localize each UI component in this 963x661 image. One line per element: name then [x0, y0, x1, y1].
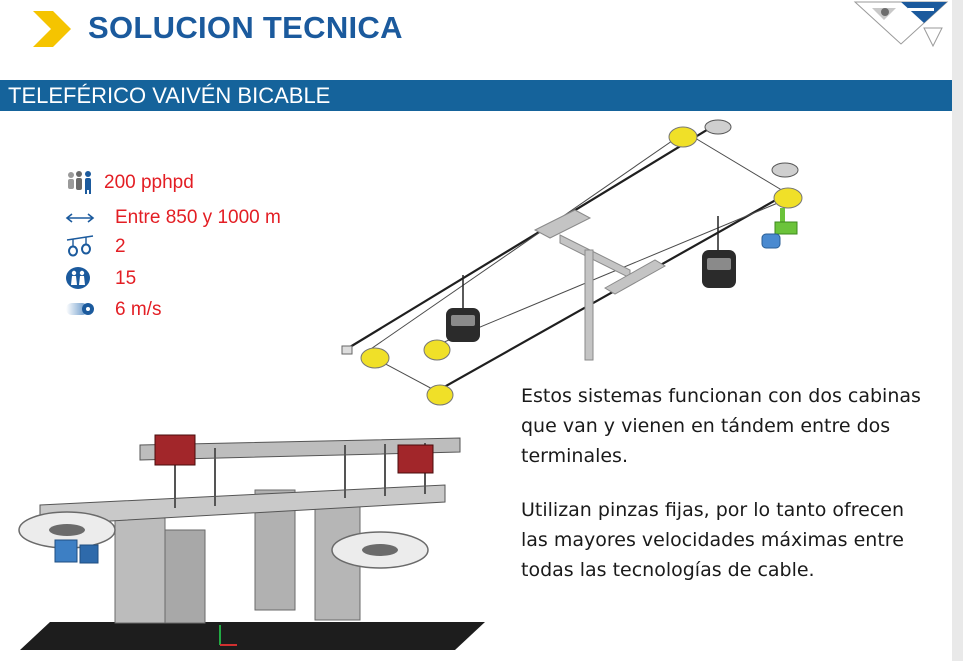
- slide-title: SOLUCION TECNICA: [88, 10, 403, 45]
- people-group-icon: [68, 171, 91, 194]
- description-line: Estos sistemas funcionan con dos cabinas: [521, 385, 921, 407]
- section-title: TELEFÉRICO VAIVÉN BICABLE: [8, 83, 331, 108]
- spec-value: 2: [115, 236, 126, 257]
- chevron-icon: [33, 11, 71, 47]
- spec-passengers: 15: [64, 266, 144, 292]
- cable-system-diagram: [341, 119, 803, 406]
- spec-value: 200 pphpd: [104, 172, 194, 193]
- spec-capacity: 200 pphpd: [64, 170, 224, 196]
- cabin-count-icon: [66, 235, 94, 257]
- spec-value: Entre 850 y 1000 m: [115, 207, 281, 228]
- description-line: Utilizan pinzas fijas, por lo tanto ofre…: [521, 499, 904, 521]
- description-line: terminales.: [521, 445, 628, 467]
- section-banner: TELEFÉRICO VAIVÉN BICABLE: [0, 80, 952, 111]
- speed-icon: [66, 303, 94, 315]
- brand-logo: [853, 1, 949, 48]
- description-paragraph-2: Utilizan pinzas fijas, por lo tanto ofre…: [521, 495, 941, 585]
- terminal-station-illustration: [18, 434, 485, 650]
- passengers-icon: [66, 267, 90, 289]
- spec-value: 15: [115, 268, 137, 289]
- slide-edge: [952, 0, 963, 661]
- double-arrow-icon: [65, 213, 95, 223]
- description-line: las mayores velocidades máximas entre: [521, 529, 904, 551]
- spec-cabins: 2: [64, 234, 144, 260]
- spec-value: 6 m/s: [115, 299, 162, 320]
- description-paragraph-1: Estos sistemas funcionan con dos cabinas…: [521, 381, 941, 471]
- description-line: todas las tecnologías de cable.: [521, 559, 815, 581]
- spec-speed: 6 m/s: [64, 297, 184, 323]
- spec-length: Entre 850 y 1000 m: [64, 205, 314, 231]
- description-line: que van y vienen en tándem entre dos: [521, 415, 891, 437]
